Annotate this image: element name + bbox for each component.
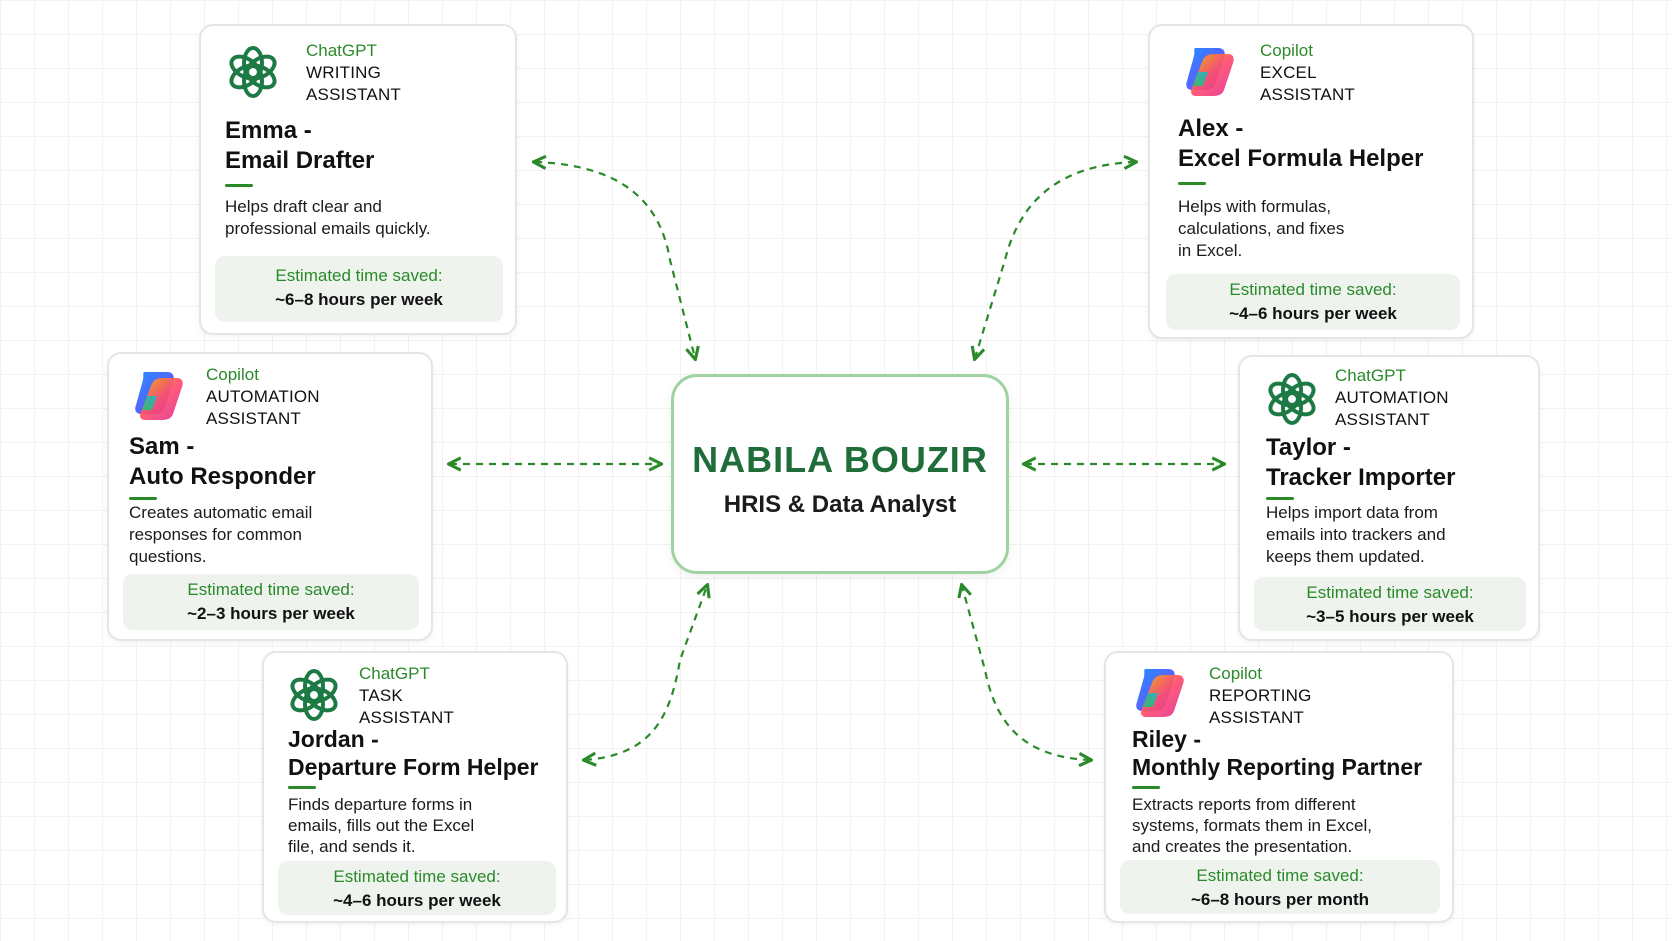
copilot-logo-icon bbox=[1186, 48, 1234, 96]
assistant-name: Jordan - bbox=[288, 726, 379, 752]
chatgpt-logo-icon bbox=[1268, 373, 1316, 425]
platform-label: Copilot bbox=[1260, 41, 1313, 60]
time-saved-value: ~4–6 hours per week bbox=[333, 891, 501, 910]
assistant-type-line1: REPORTING bbox=[1209, 686, 1312, 705]
platform-label: ChatGPT bbox=[1335, 366, 1406, 385]
accent-rule bbox=[1178, 182, 1206, 185]
description-line: professional emails quickly. bbox=[225, 219, 431, 238]
time-saved-value: ~6–8 hours per week bbox=[275, 290, 443, 309]
assistant-type-line2: ASSISTANT bbox=[359, 708, 455, 727]
assistant-card-emma[interactable]: ChatGPT WRITING ASSISTANT Emma - Email D… bbox=[199, 24, 517, 335]
description-line: Helps with formulas, bbox=[1178, 197, 1332, 216]
assistant-role-title: Excel Formula Helper bbox=[1178, 145, 1424, 172]
center-role: HRIS & Data Analyst bbox=[723, 491, 957, 518]
assistant-card-alex[interactable]: Copilot EXCEL ASSISTANT Alex - Excel For… bbox=[1148, 24, 1474, 339]
time-saved-box: Estimated time saved: ~2–3 hours per wee… bbox=[123, 574, 419, 630]
description-line: file, and sends it. bbox=[288, 837, 416, 856]
assistant-type-line2: ASSISTANT bbox=[206, 409, 302, 428]
description-line: emails, fills out the Excel bbox=[288, 816, 475, 835]
platform-label: Copilot bbox=[206, 365, 259, 384]
description-line: Creates automatic email bbox=[129, 503, 313, 522]
description-line: calculations, and fixes bbox=[1178, 219, 1345, 238]
assistant-type-line1: TASK bbox=[359, 686, 403, 705]
assistant-card-jordan[interactable]: ChatGPT TASK ASSISTANT Jordan - Departur… bbox=[262, 651, 568, 923]
assistant-type-line1: AUTOMATION bbox=[206, 387, 320, 406]
time-saved-value: ~2–3 hours per week bbox=[187, 604, 355, 623]
assistant-role-title: Monthly Reporting Partner bbox=[1132, 754, 1423, 780]
description-line: Extracts reports from different bbox=[1132, 795, 1356, 814]
time-saved-box: Estimated time saved: ~6–8 hours per wee… bbox=[215, 256, 503, 322]
time-saved-value: ~6–8 hours per month bbox=[1190, 890, 1370, 909]
description-line: Helps draft clear and bbox=[225, 197, 382, 216]
assistant-name: Emma - bbox=[225, 117, 312, 144]
platform-label: ChatGPT bbox=[359, 664, 430, 683]
chatgpt-logo-icon bbox=[229, 46, 277, 98]
time-saved-box: Estimated time saved: ~4–6 hours per wee… bbox=[278, 861, 556, 915]
assistant-role-title: Auto Responder bbox=[129, 463, 316, 490]
assistant-card-sam[interactable]: Copilot AUTOMATION ASSISTANT Sam - Auto … bbox=[107, 352, 433, 641]
description-line: questions. bbox=[129, 547, 207, 566]
assistant-type-line2: ASSISTANT bbox=[306, 85, 402, 104]
copilot-logo-icon bbox=[135, 372, 183, 420]
assistant-role-title: Tracker Importer bbox=[1266, 464, 1456, 491]
assistant-name: Alex - bbox=[1178, 115, 1244, 142]
assistant-type-line1: EXCEL bbox=[1260, 63, 1317, 82]
assistant-type-line2: ASSISTANT bbox=[1335, 410, 1431, 429]
assistant-type-line2: ASSISTANT bbox=[1209, 708, 1305, 727]
accent-rule bbox=[225, 184, 253, 187]
platform-label: Copilot bbox=[1209, 664, 1262, 683]
center-name: NABILA BOUZIR bbox=[692, 439, 988, 480]
assistant-card-riley[interactable]: Copilot REPORTING ASSISTANT Riley - Mont… bbox=[1104, 651, 1454, 923]
accent-rule bbox=[288, 786, 316, 789]
assistant-name: Taylor - bbox=[1266, 434, 1351, 461]
chatgpt-logo-icon bbox=[290, 669, 338, 721]
description-line: responses for common bbox=[129, 525, 302, 544]
copilot-logo-icon bbox=[1136, 669, 1184, 717]
assistant-type-line2: ASSISTANT bbox=[1260, 85, 1356, 104]
time-saved-label: Estimated time saved: bbox=[333, 867, 501, 886]
accent-rule bbox=[1132, 786, 1160, 789]
description-line: and creates the presentation. bbox=[1132, 837, 1353, 856]
arrow-alex bbox=[975, 162, 1135, 358]
time-saved-label: Estimated time saved: bbox=[1229, 280, 1397, 299]
assistant-role-title: Departure Form Helper bbox=[288, 754, 539, 780]
description-line: Helps import data from bbox=[1266, 503, 1438, 522]
time-saved-label: Estimated time saved: bbox=[187, 580, 355, 599]
assistant-name: Sam - bbox=[129, 433, 195, 460]
platform-label: ChatGPT bbox=[306, 41, 377, 60]
assistant-type-line1: WRITING bbox=[306, 63, 382, 82]
arrow-emma bbox=[535, 162, 695, 358]
description-line: emails into trackers and bbox=[1266, 525, 1446, 544]
time-saved-value: ~4–6 hours per week bbox=[1229, 304, 1397, 323]
time-saved-value: ~3–5 hours per week bbox=[1306, 607, 1474, 626]
time-saved-label: Estimated time saved: bbox=[1196, 866, 1364, 885]
center-profile-card: NABILA BOUZIR HRIS & Data Analyst bbox=[671, 374, 1009, 574]
assistant-role-title: Email Drafter bbox=[225, 147, 375, 174]
time-saved-box: Estimated time saved: ~6–8 hours per mon… bbox=[1120, 860, 1440, 914]
time-saved-label: Estimated time saved: bbox=[275, 266, 443, 285]
time-saved-box: Estimated time saved: ~4–6 hours per wee… bbox=[1166, 274, 1460, 330]
arrow-riley bbox=[962, 586, 1090, 760]
time-saved-label: Estimated time saved: bbox=[1306, 583, 1474, 602]
assistant-type-line1: AUTOMATION bbox=[1335, 388, 1449, 407]
accent-rule bbox=[129, 497, 157, 500]
assistant-name: Riley - bbox=[1132, 726, 1202, 752]
assistant-card-taylor[interactable]: ChatGPT AUTOMATION ASSISTANT Taylor - Tr… bbox=[1238, 355, 1540, 641]
description-line: in Excel. bbox=[1178, 241, 1243, 260]
description-line: systems, formats them in Excel, bbox=[1132, 816, 1372, 835]
accent-rule bbox=[1266, 497, 1294, 500]
arrow-jordan bbox=[585, 586, 707, 760]
time-saved-box: Estimated time saved: ~3–5 hours per wee… bbox=[1254, 577, 1526, 631]
description-line: keeps them updated. bbox=[1266, 547, 1425, 566]
description-line: Finds departure forms in bbox=[288, 795, 473, 814]
